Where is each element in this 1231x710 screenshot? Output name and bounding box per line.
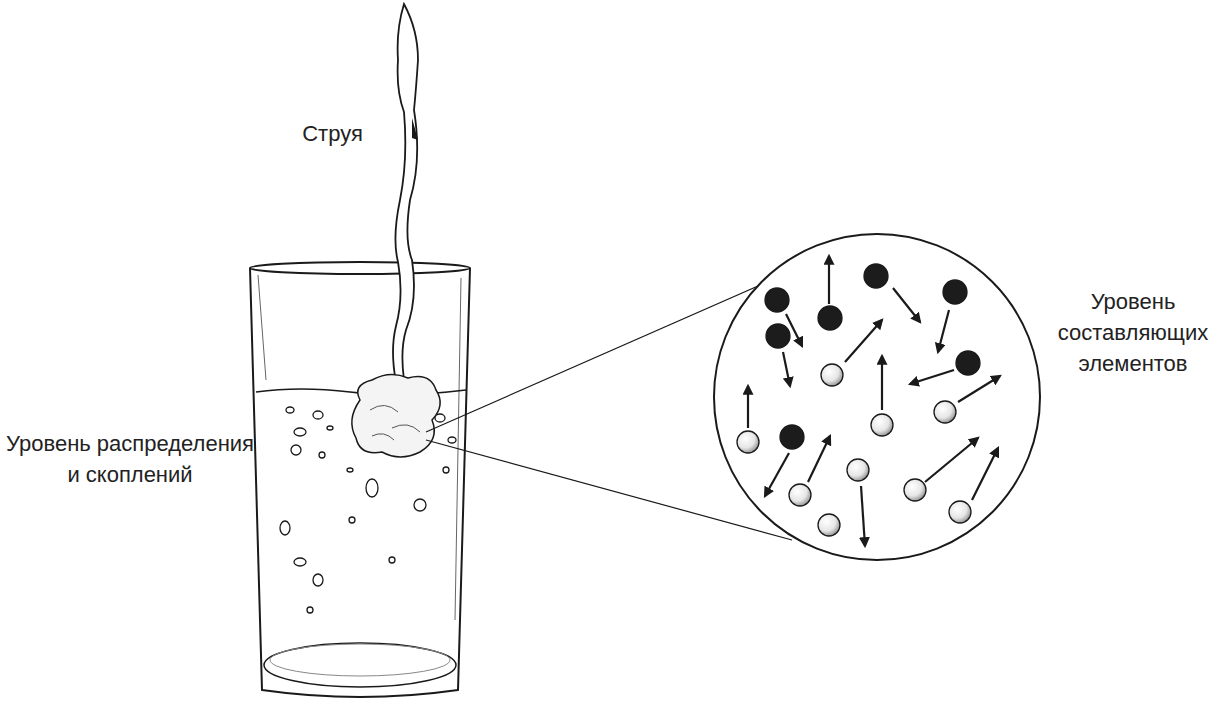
glass	[250, 262, 470, 697]
light-particle	[789, 484, 811, 506]
dark-particle	[765, 288, 789, 312]
motion-arrow	[938, 310, 949, 352]
level-label: Уровень составляющих элементов	[1039, 286, 1227, 379]
dark-particle	[943, 280, 967, 304]
level-label: Уровень распределения и скоплений	[4, 428, 256, 490]
motion-arrow	[893, 288, 920, 322]
motion-arrow	[958, 376, 1000, 402]
magnifier-circle	[714, 234, 1040, 560]
dark-particle	[766, 324, 790, 348]
light-particle	[934, 401, 956, 423]
bubble	[327, 426, 333, 430]
bubble	[291, 445, 301, 455]
motion-arrow	[881, 356, 883, 410]
motion-arrow	[765, 453, 789, 496]
motion-arrow	[861, 486, 865, 546]
stream-label: Струя	[280, 118, 385, 149]
glass-bottom-inner	[270, 644, 450, 676]
light-particle	[737, 431, 759, 453]
splash-cluster	[352, 374, 440, 457]
glass-wall	[250, 268, 470, 697]
zoom-view	[426, 234, 1040, 560]
bubble	[443, 467, 449, 473]
glass-bottom	[264, 643, 456, 687]
dark-particle	[956, 351, 980, 375]
light-particle	[949, 501, 971, 523]
bubble	[280, 521, 290, 535]
light-particle	[847, 459, 869, 481]
bubble	[347, 468, 353, 472]
bubble	[307, 607, 313, 613]
bubble	[319, 452, 325, 458]
particles	[737, 256, 1000, 546]
dark-particle	[864, 264, 888, 288]
dark-particle	[780, 425, 804, 449]
glass-highlight	[258, 275, 461, 620]
light-particle	[818, 514, 840, 536]
stream-shadow	[412, 118, 418, 140]
dark-particle	[818, 306, 842, 330]
glass-rim	[250, 262, 470, 274]
motion-arrow	[783, 352, 790, 386]
light-particle	[821, 364, 843, 386]
bubble	[448, 437, 456, 443]
light-particle	[904, 479, 926, 501]
motion-arrow	[845, 320, 882, 362]
motion-arrow	[828, 256, 830, 304]
bubble	[349, 517, 355, 523]
motion-arrow	[910, 370, 954, 384]
splash-texture	[370, 405, 420, 440]
bubbles	[280, 407, 456, 613]
bubble	[294, 428, 306, 436]
bubble	[294, 558, 306, 566]
bubble	[286, 407, 294, 413]
bubble	[366, 479, 378, 497]
bubble	[313, 411, 323, 419]
bubble	[389, 557, 395, 563]
motion-arrow	[808, 436, 830, 482]
motion-arrow	[747, 386, 749, 428]
bubble	[414, 499, 426, 511]
stream	[393, 4, 418, 382]
light-particle	[871, 414, 893, 436]
motion-arrow	[925, 438, 978, 482]
motion-arrow	[972, 448, 998, 500]
bubble	[313, 574, 323, 586]
bubble	[435, 414, 445, 422]
